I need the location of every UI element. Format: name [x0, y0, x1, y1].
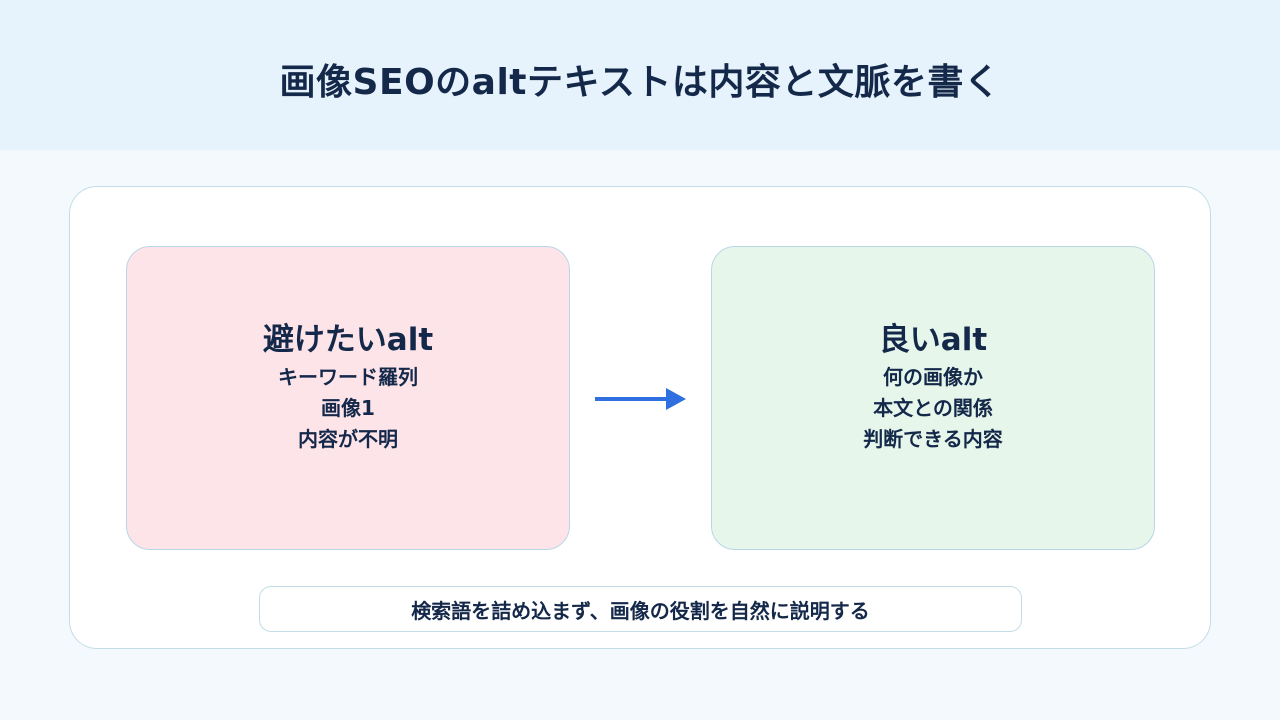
- good-alt-line: 本文との関係: [873, 395, 993, 420]
- good-alt-card: 良いalt 何の画像か 本文との関係 判断できる内容: [711, 246, 1155, 550]
- bad-alt-title: 避けたいalt: [262, 321, 434, 358]
- bad-alt-line: 画像1: [321, 395, 375, 420]
- header-band: 画像SEOのaltテキストは内容と文脈を書く: [0, 0, 1280, 150]
- bad-alt-line: 内容が不明: [298, 426, 398, 451]
- good-alt-line: 判断できる内容: [863, 426, 1003, 451]
- right-arrow-icon: [595, 388, 686, 410]
- bad-alt-card: 避けたいalt キーワード羅列 画像1 内容が不明: [126, 246, 570, 550]
- good-alt-line: 何の画像か: [883, 364, 983, 389]
- good-alt-title: 良いalt: [878, 321, 988, 358]
- summary-box: 検索語を詰め込まず、画像の役割を自然に説明する: [259, 586, 1022, 632]
- bad-alt-line: キーワード羅列: [278, 364, 418, 389]
- page-title: 画像SEOのaltテキストは内容と文脈を書く: [279, 62, 1001, 103]
